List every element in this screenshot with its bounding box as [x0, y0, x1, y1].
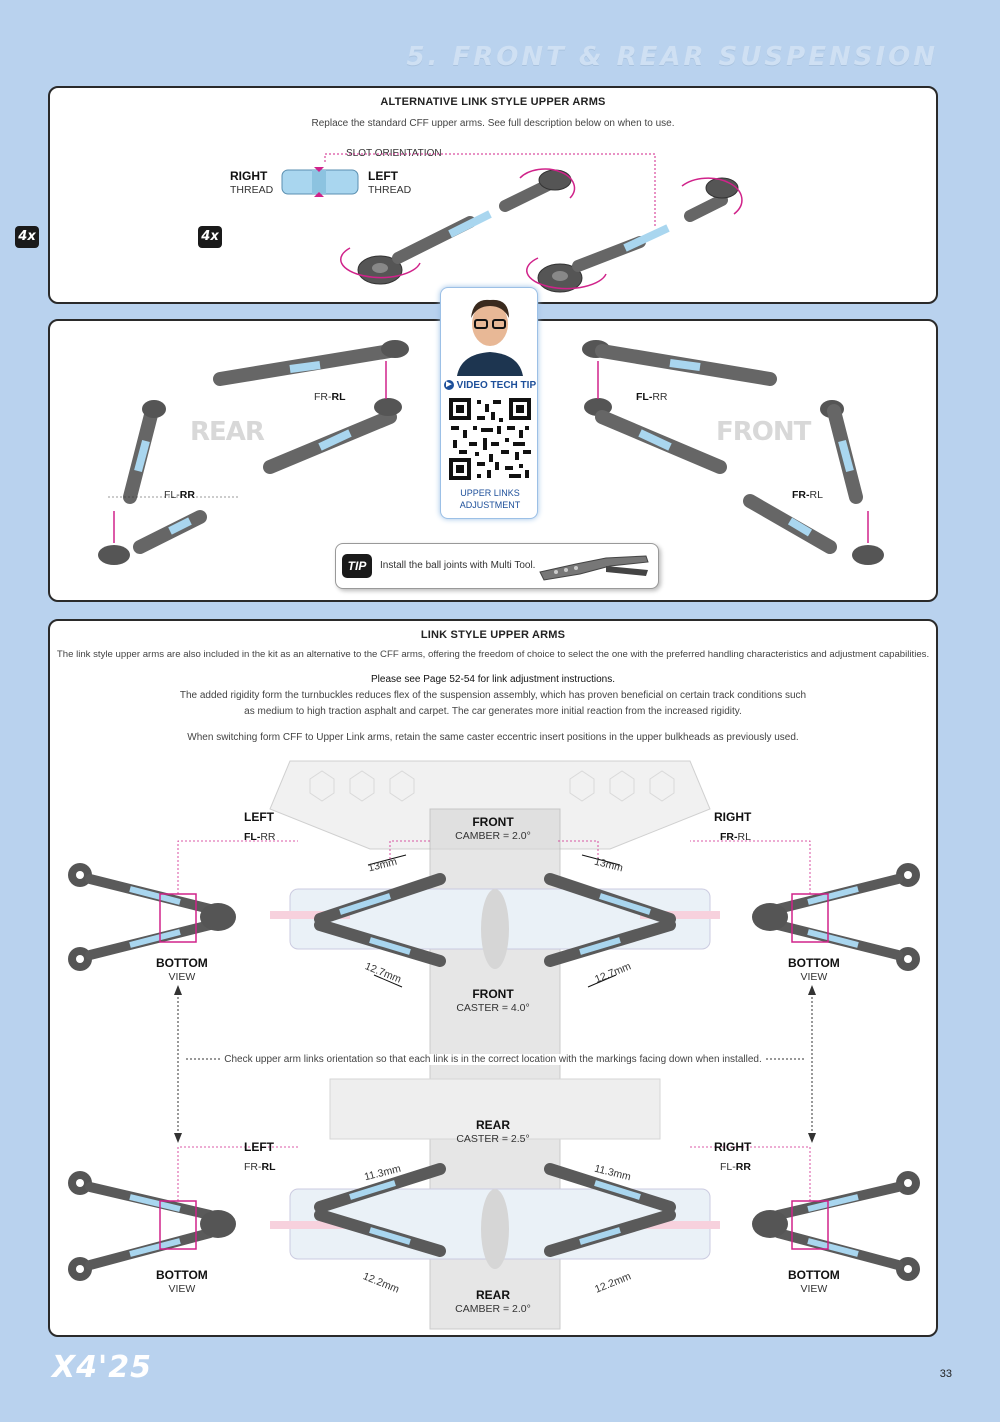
shock-tower [269, 760, 711, 850]
front-word: FRONT [716, 417, 811, 447]
rear-right-title: RIGHT [714, 1140, 752, 1154]
front-right-link-closeup [389, 840, 920, 971]
label-fl-rr-bottom: FL-RR [164, 489, 195, 501]
front-arm-group [582, 340, 884, 565]
panel1-subtitle: Replace the standard CFF upper arms. See… [311, 118, 675, 129]
panel3-rigidity-2: as medium to high traction asphalt and c… [244, 706, 742, 717]
rear-left-code: FR-RL [244, 1161, 276, 1173]
tip-badge: TIP [342, 554, 372, 578]
panel3-caster-note: When switching form CFF to Upper Link ar… [187, 732, 799, 743]
label-fl-rr-top: FL-RR [636, 391, 668, 403]
qr-code[interactable] [447, 396, 533, 482]
rear-left-title: LEFT [244, 1140, 274, 1154]
orientation-check-note: Check upper arm links orientation so tha… [50, 1052, 936, 1067]
rear-left-link-closeup [68, 1146, 298, 1281]
footer-logo: X4'25 [52, 1350, 152, 1385]
rear-word: REAR [190, 417, 265, 447]
rear-right-link-closeup [690, 1146, 920, 1281]
arm-placement-diagram [98, 340, 884, 565]
page-number: 33 [939, 1368, 952, 1380]
front-left-link-closeup [68, 840, 298, 971]
front-left-code: FL-RR [244, 831, 276, 843]
quantity-badge-side: 4x [15, 226, 39, 248]
link-assembly-1 [340, 168, 576, 285]
turnbuckle-diagram [281, 153, 743, 293]
panel3-rigidity-1: The added rigidity form the turnbuckles … [179, 690, 807, 701]
front-right-code: FR-RL [720, 831, 751, 843]
panel3-page-reference: Please see Page 52-54 for link adjustmen… [370, 674, 616, 685]
rear-upper-arms [314, 1163, 676, 1257]
presenter-portrait [457, 294, 523, 376]
tip-text: Install the ball joints with Multi Tool. [380, 560, 536, 571]
rear-right-code: FL-RR [720, 1161, 751, 1173]
video-title: ▶ VIDEO TECH TIP [441, 380, 539, 391]
label-fr-rl-top: FR-RL [314, 391, 346, 403]
quantity-badge: 4x [198, 226, 222, 248]
section-title: 5. FRONT & REAR SUSPENSION [406, 42, 938, 72]
front-upper-arms [314, 854, 676, 988]
panel-alternative-link-arms: ALTERNATIVE LINK STYLE UPPER ARMS Replac… [48, 86, 938, 304]
rear-arm-group [98, 340, 409, 565]
front-right-title: RIGHT [714, 810, 752, 824]
panel-link-style-upper-arms: LINK STYLE UPPER ARMS The link style upp… [48, 619, 938, 1337]
panel1-heading: ALTERNATIVE LINK STYLE UPPER ARMS [380, 96, 606, 108]
link-assembly-2 [526, 177, 743, 293]
chassis-diagram [68, 760, 920, 1330]
tip-box: TIP Install the ball joints with Multi T… [335, 543, 659, 589]
panel3-heading: LINK STYLE UPPER ARMS [420, 629, 566, 641]
label-fr-rl-bottom: FR-RL [792, 489, 823, 501]
chassis-plate [270, 808, 720, 1330]
multi-tool-icon [539, 555, 649, 581]
panel3-intro: The link style upper arms are also inclu… [56, 649, 930, 660]
front-left-title: LEFT [244, 810, 274, 824]
play-icon: ▶ [443, 380, 454, 391]
